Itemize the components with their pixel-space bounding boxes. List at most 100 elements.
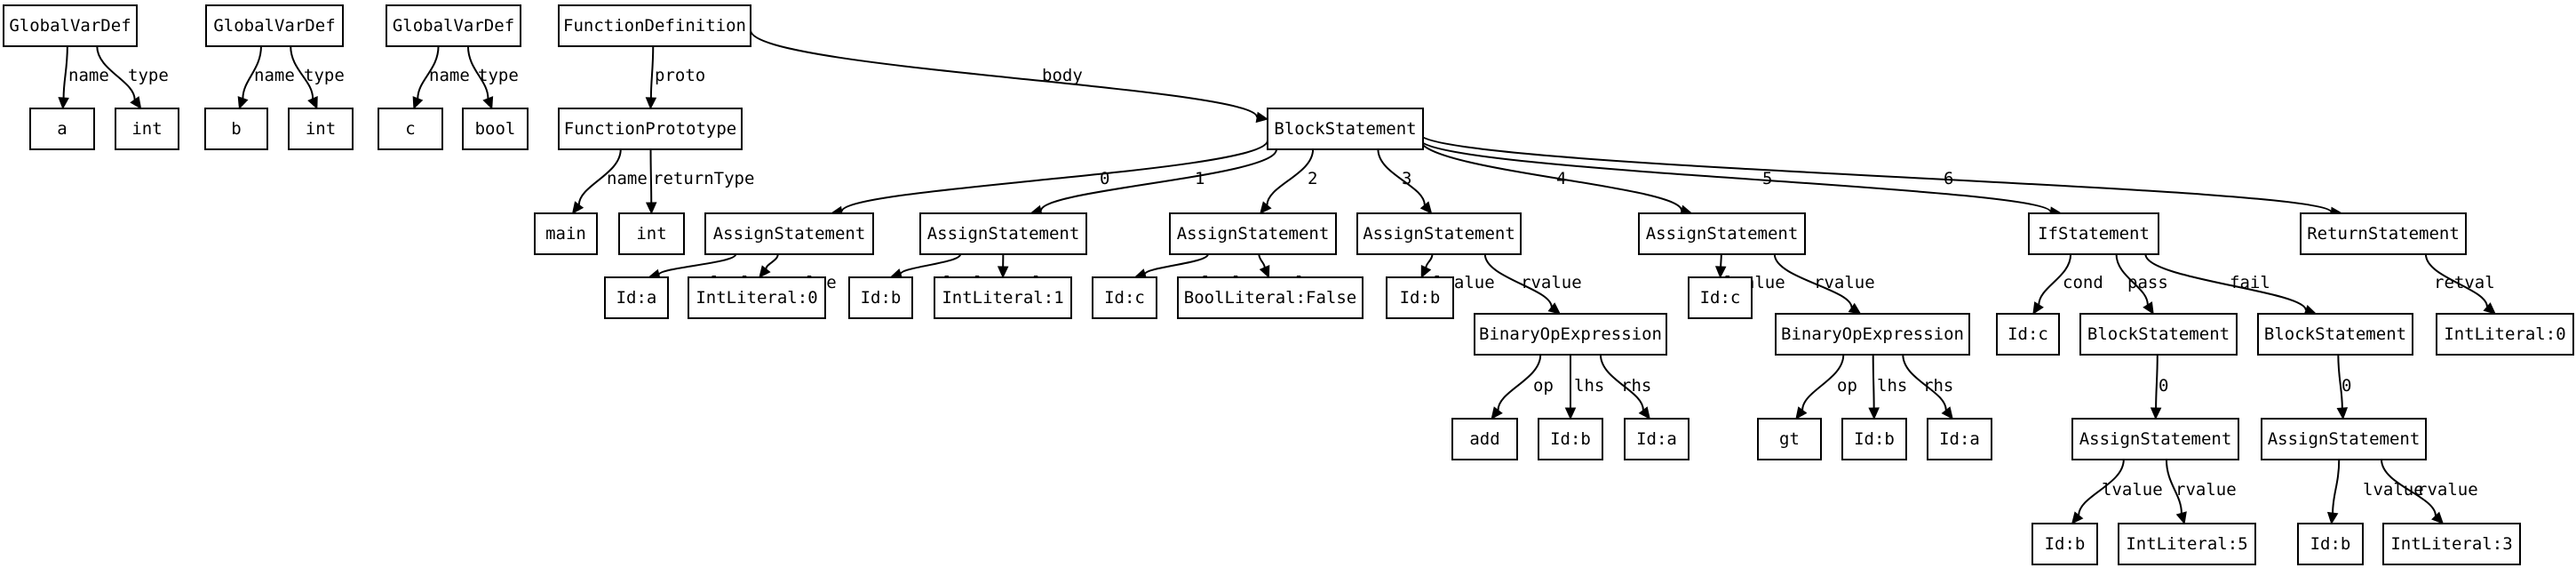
edge-label: rvalue [1521, 273, 1582, 292]
edge-label: rvalue [2417, 480, 2478, 500]
edge-label: cond [2063, 273, 2103, 292]
edge-line [1483, 253, 1553, 308]
node-g1n: a [29, 108, 95, 150]
edge-asf-asfr: rvalue [2381, 459, 2478, 524]
node-boe2r: Id:a [1927, 418, 1992, 460]
node-label: FunctionDefinition [563, 16, 746, 36]
node-label: Id:b [2310, 534, 2351, 554]
node-aspr: IntLiteral:5 [2118, 523, 2256, 565]
node-label: int [636, 224, 666, 244]
edge-g3-g3t: type [466, 45, 519, 110]
node-label: BlockStatement [1274, 119, 1416, 139]
node-boe1op: add [1451, 418, 1518, 460]
edge-arrowhead [2175, 511, 2187, 525]
node-as2: AssignStatement [1169, 212, 1337, 255]
edge-fp-fpr: returnType [645, 148, 754, 215]
node-label: GlobalVarDef [393, 16, 514, 36]
edge-arrowhead [2336, 407, 2349, 420]
edge-line [1144, 253, 1209, 276]
node-box [919, 212, 1087, 255]
node-box [704, 212, 874, 255]
node-box [1688, 276, 1753, 319]
node-as3l: Id:b [1386, 276, 1454, 319]
edge-line [2078, 459, 2125, 516]
node-box [2300, 212, 2467, 255]
edge-arrowhead [1491, 406, 1503, 420]
edge-as4-boe2: rvalue [1773, 253, 1875, 315]
node-label: AssignStatement [2079, 429, 2232, 449]
node-label: int [131, 119, 162, 139]
edge-line [899, 253, 962, 276]
node-label: Id:b [1400, 288, 1441, 308]
edge-arrowhead [1547, 302, 1562, 315]
edge-label: rhs [1923, 376, 1953, 396]
edge-line [1872, 354, 1875, 409]
node-as4l: Id:c [1688, 276, 1753, 319]
node-box [558, 4, 751, 47]
node-box [2071, 418, 2239, 460]
node-boe1r: Id:a [1624, 418, 1690, 460]
node-label: Id:b [1550, 429, 1591, 449]
edge-label: 0 [2159, 376, 2168, 396]
edge-label: returnType [653, 169, 754, 188]
node-label: AssignStatement [1177, 224, 1330, 244]
edge-label: type [304, 66, 345, 85]
edge-arrowhead [130, 96, 142, 109]
node-box [2436, 313, 2574, 356]
node-label: GlobalVarDef [213, 16, 335, 36]
edge-boe2-boe2l: lhs [1868, 354, 1907, 420]
node-g3n: c [378, 108, 443, 150]
edge-boe1-boe1op: op [1491, 354, 1554, 420]
edge-asf-asfl: lvalue [2326, 459, 2424, 525]
node-g2t: int [288, 108, 354, 150]
edge-line [2381, 459, 2437, 516]
node-boe2l: Id:b [1841, 418, 1907, 460]
node-box [3, 4, 138, 47]
node-as0r: IntLiteral:0 [688, 276, 826, 319]
node-box [1386, 276, 1454, 319]
node-as4: AssignStatement [1638, 212, 1806, 255]
node-boe2: BinaryOpExpression [1775, 313, 1970, 356]
edge-label: name [68, 66, 109, 85]
edge-label: retval [2434, 273, 2495, 292]
node-box [2297, 523, 2364, 565]
node-bsf: BlockStatement [2257, 313, 2413, 356]
node-label: IfStatement [2038, 224, 2150, 244]
edge-line [2038, 253, 2072, 305]
node-box [288, 108, 354, 150]
edge-arrowhead [1941, 406, 1953, 420]
node-label: AssignStatement [927, 224, 1080, 244]
node-g1t: int [115, 108, 179, 150]
edge-label: 0 [2341, 376, 2351, 396]
edge-line [840, 140, 1268, 212]
edge-label: lhs [1574, 376, 1604, 396]
node-label: BlockStatement [2264, 324, 2406, 344]
edge-line [1419, 138, 2052, 213]
node-fpr: int [618, 212, 685, 255]
node-label: BlockStatement [2087, 324, 2230, 344]
node-box [1474, 313, 1667, 356]
node-g2: GlobalVarDef [205, 4, 344, 47]
edge-line [1419, 132, 2333, 213]
node-box [2028, 212, 2159, 255]
node-asp: AssignStatement [2071, 418, 2239, 460]
edge-ifs-ifc: cond [2032, 253, 2103, 316]
node-box [1996, 313, 2060, 356]
node-box [1624, 418, 1690, 460]
node-label: GlobalVarDef [9, 16, 131, 36]
edge-line [1773, 253, 1853, 308]
edge-arrowhead [1255, 111, 1269, 124]
edge-arrowhead [571, 201, 584, 214]
node-label: Id:c [1104, 288, 1145, 308]
edge-label: type [478, 66, 519, 85]
edge-line [657, 253, 737, 276]
node-boe2op: gt [1757, 418, 1822, 460]
node-box [1356, 212, 1522, 255]
edge-line [1266, 148, 1315, 205]
edge-arrowhead [645, 202, 657, 215]
edge-line [1902, 354, 1947, 411]
node-label: BinaryOpExpression [1781, 324, 1964, 344]
edge-arrowhead [759, 265, 771, 278]
node-g1: GlobalVarDef [3, 4, 138, 47]
node-box [618, 212, 685, 255]
